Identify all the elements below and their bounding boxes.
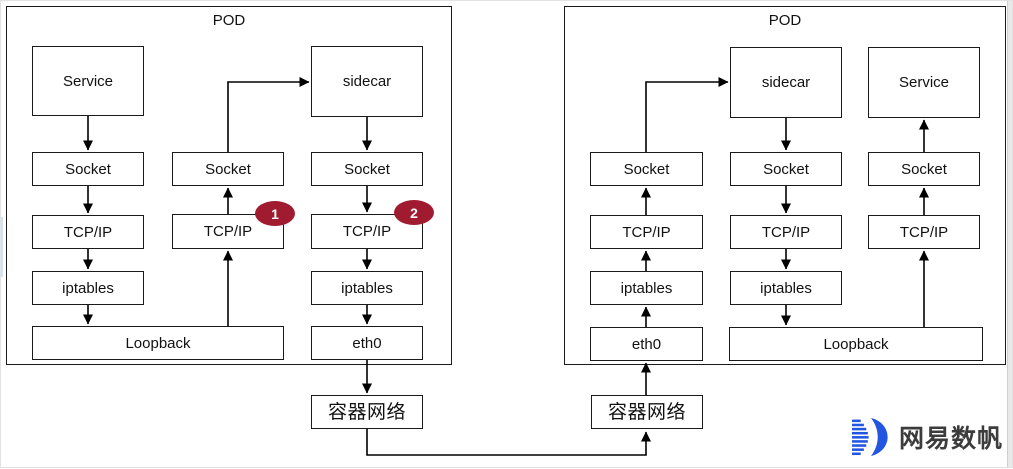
node-right-loopback: Loopback <box>729 327 983 361</box>
node-right-tcpip-f: TCP/IP <box>868 215 980 249</box>
netease-shufan-logo: 网易数帆 <box>852 418 1003 456</box>
step-badge-1: 1 <box>255 201 295 226</box>
node-right-socket-e: Socket <box>730 152 842 186</box>
netease-logo-icon <box>852 418 888 456</box>
pod-left-frame: POD <box>6 6 452 365</box>
node-left-iptables-a: iptables <box>32 271 144 305</box>
pod-right-title: POD <box>768 12 802 29</box>
selection-edge-sliver <box>1 217 3 277</box>
node-left-socket-b: Socket <box>172 152 284 186</box>
node-left-iptables-c: iptables <box>311 271 423 305</box>
netease-logo-text: 网易数帆 <box>899 425 1004 453</box>
node-right-socket-d: Socket <box>590 152 703 186</box>
node-right-iptables-e: iptables <box>730 271 842 305</box>
node-left-socket-a: Socket <box>32 152 144 186</box>
node-right-iptables-d: iptables <box>590 271 703 305</box>
arrow-network-to-network <box>366 429 651 456</box>
node-right-eth0: eth0 <box>590 327 703 361</box>
node-right-sidecar: sidecar <box>730 47 842 118</box>
node-left-eth0: eth0 <box>311 326 423 360</box>
node-left-container-network: 容器网络 <box>311 395 423 429</box>
pod-right-frame: POD <box>564 6 1006 365</box>
node-right-tcpip-d: TCP/IP <box>590 215 703 249</box>
node-left-tcpip-c: TCP/IP <box>311 214 423 249</box>
pod-left-title: POD <box>212 12 246 29</box>
node-left-loopback: Loopback <box>32 326 284 360</box>
node-right-tcpip-e: TCP/IP <box>730 215 842 249</box>
arrow-l-socket-sidecar <box>227 77 310 152</box>
step-badge-2: 2 <box>394 200 434 225</box>
node-left-socket-c: Socket <box>311 152 423 186</box>
window-edge-strip <box>1007 1 1012 467</box>
node-left-sidecar: sidecar <box>311 46 423 117</box>
node-right-socket-f: Socket <box>868 152 980 186</box>
node-right-service: Service <box>868 47 980 118</box>
node-left-tcpip-a: TCP/IP <box>32 215 144 249</box>
node-right-container-network: 容器网络 <box>591 395 703 429</box>
node-left-service: Service <box>32 46 144 116</box>
arrow-r-socket-sidecar <box>645 77 729 152</box>
